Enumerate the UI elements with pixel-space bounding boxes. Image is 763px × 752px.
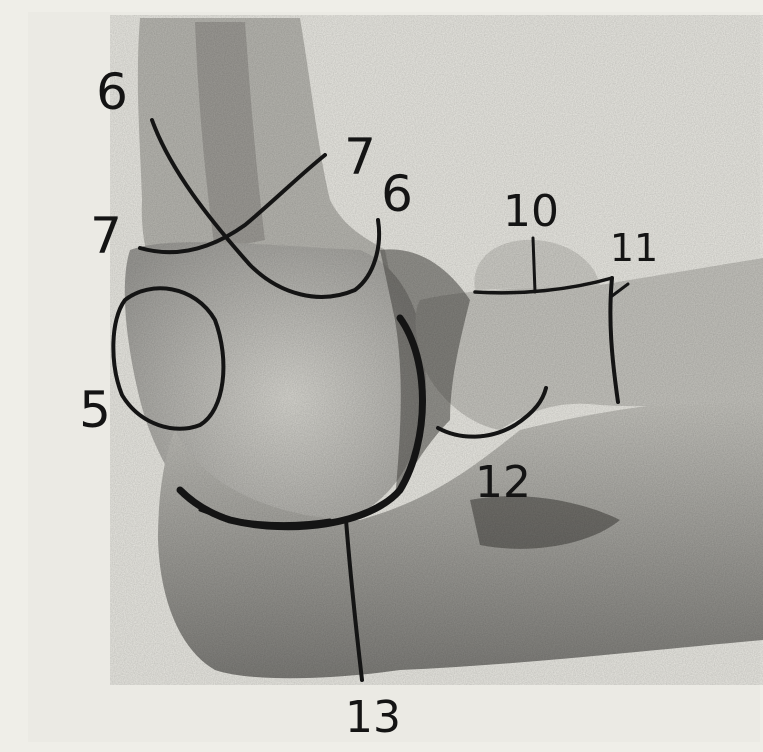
label-6-right: 6 <box>381 169 413 219</box>
label-7-left: 7 <box>90 211 122 261</box>
label-5: 5 <box>79 385 111 435</box>
label-10: 10 <box>503 190 559 234</box>
line-10 <box>533 238 535 292</box>
label-12: 12 <box>475 461 531 505</box>
label-7-right: 7 <box>344 132 376 182</box>
label-11: 11 <box>610 229 658 267</box>
label-6-top: 6 <box>96 67 128 117</box>
label-13: 13 <box>345 696 401 740</box>
photo-grain <box>110 15 763 685</box>
